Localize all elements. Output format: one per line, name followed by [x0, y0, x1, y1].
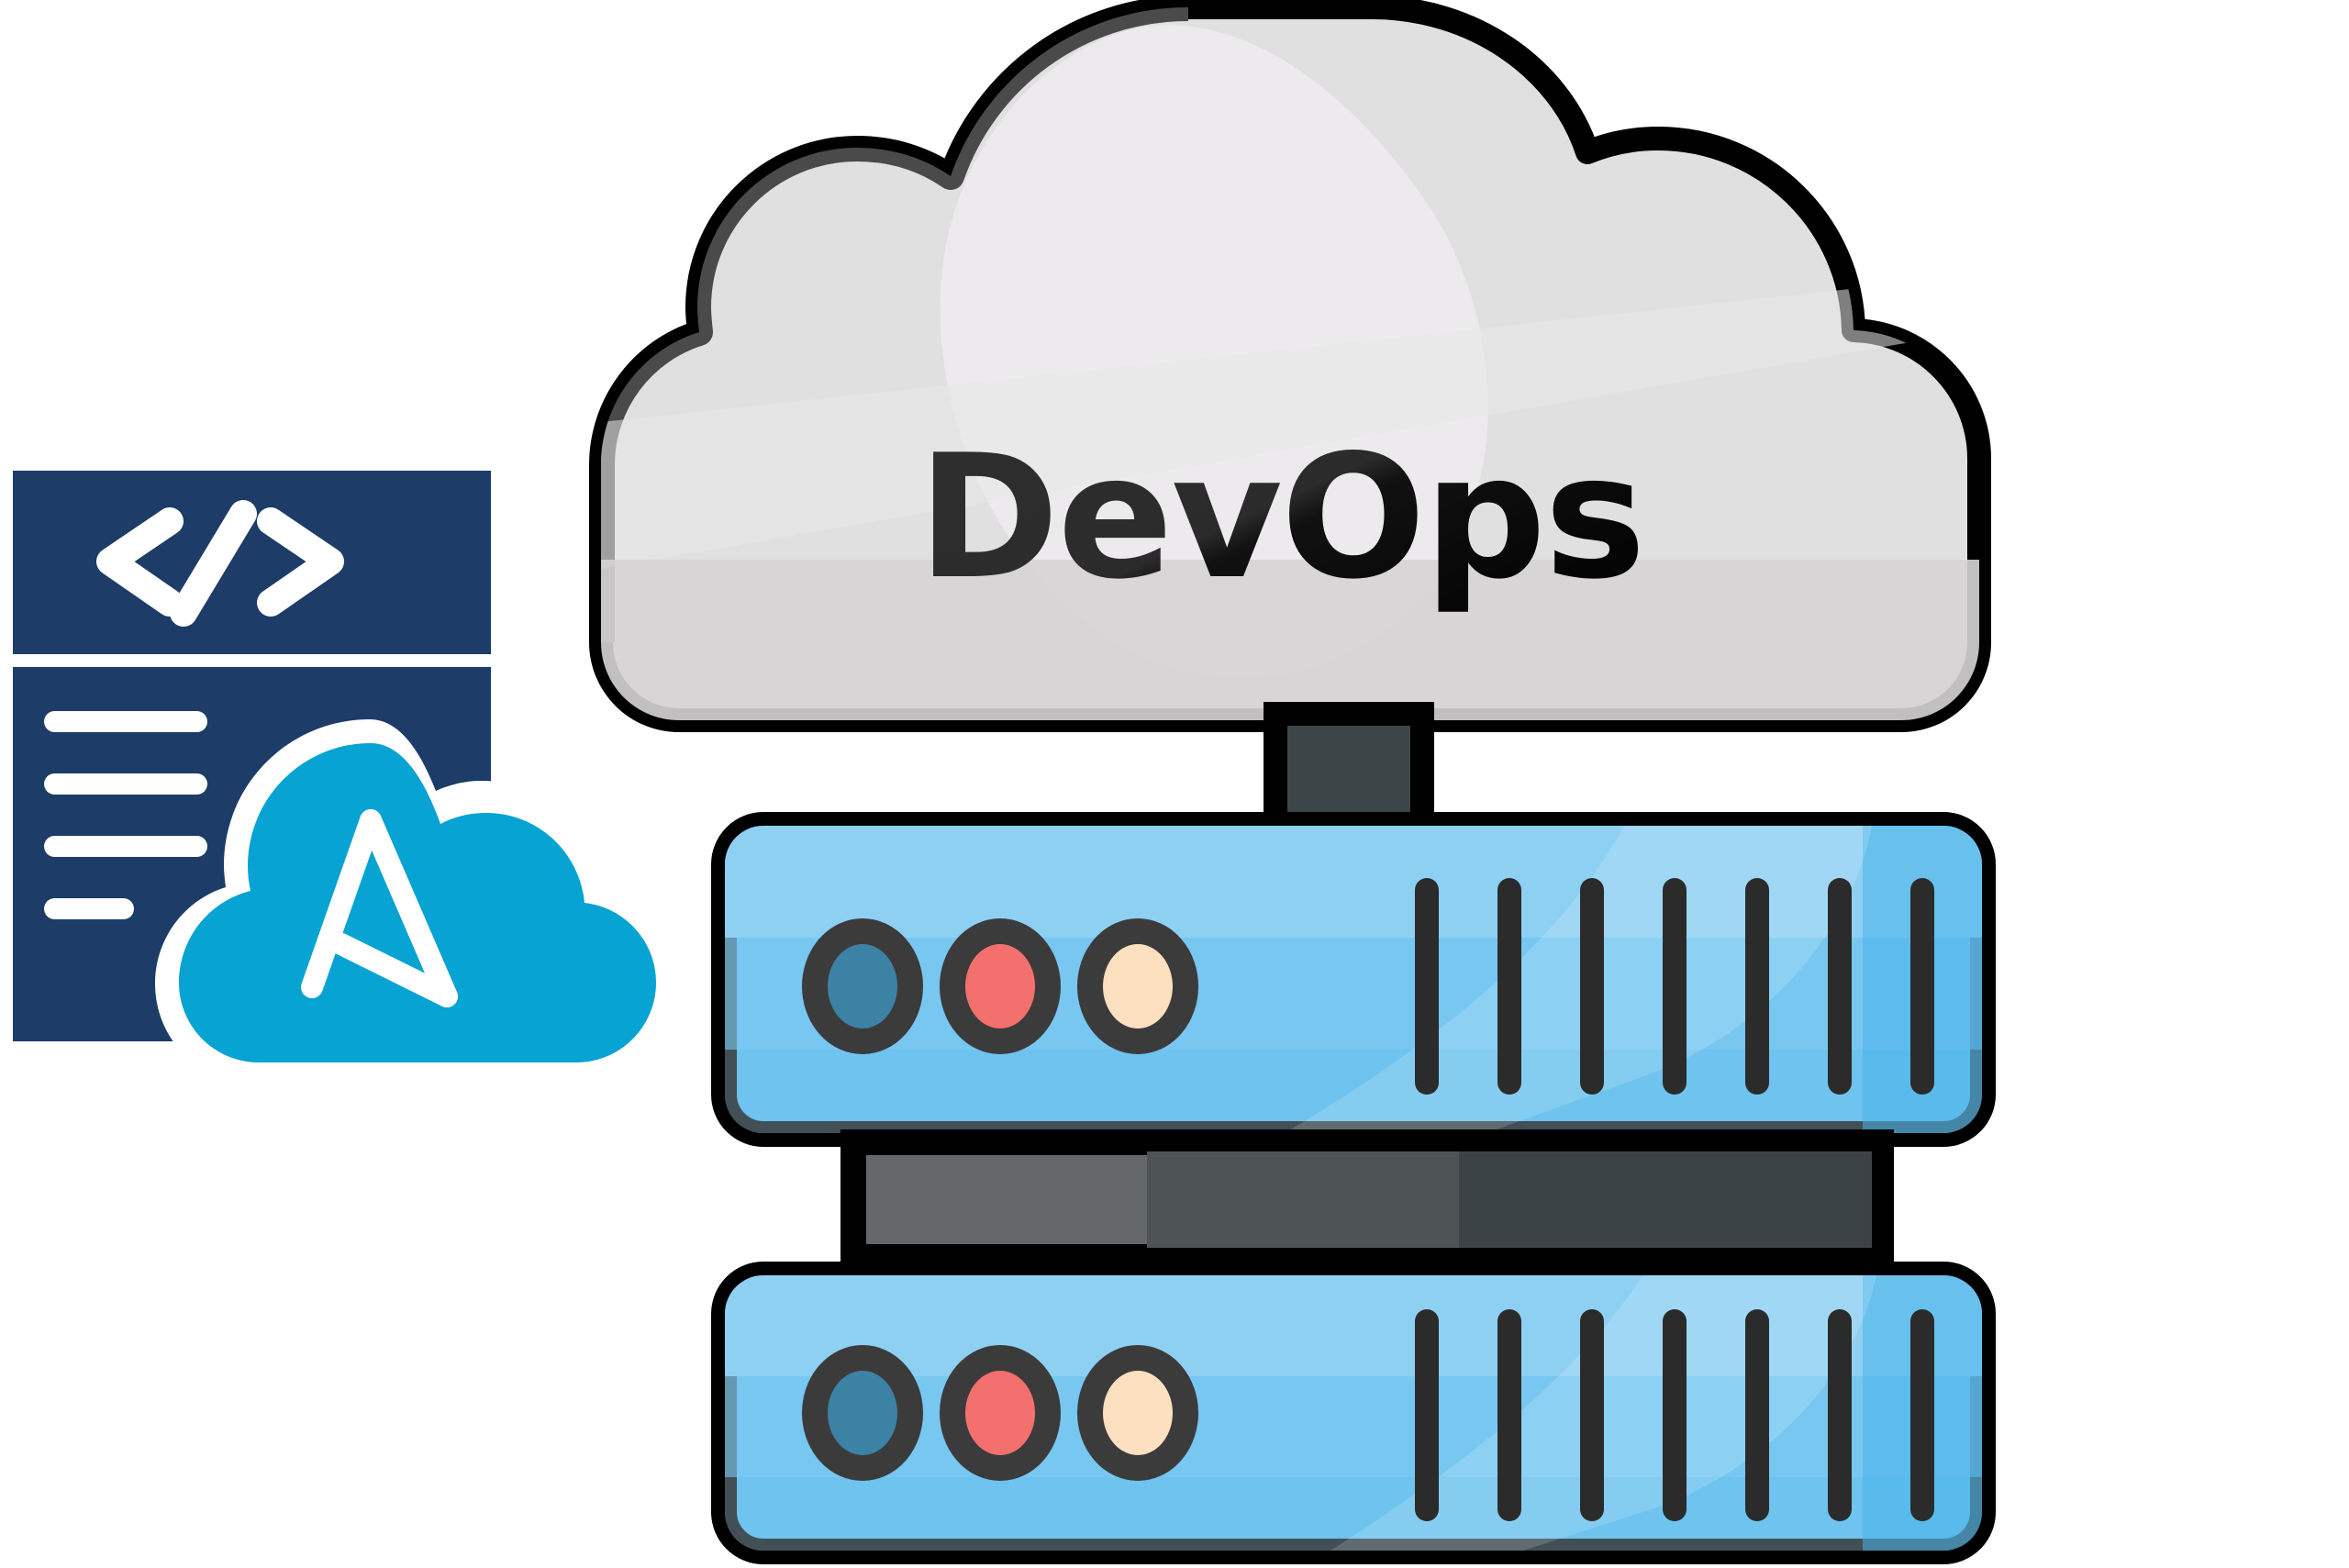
code-line-1 — [44, 711, 207, 732]
ansible-cloud-icon — [155, 719, 678, 1084]
rack-spacer — [841, 1129, 1894, 1270]
status-led-red — [940, 1345, 1061, 1481]
cloud-bottom-shade — [601, 560, 1979, 720]
server-bottom-leds — [802, 1345, 1198, 1481]
server-unit-bottom — [711, 1262, 1996, 1564]
ansible-a-glyph — [301, 809, 458, 1007]
cloud-top-gloss — [601, 275, 1979, 569]
status-led-red — [940, 918, 1061, 1054]
rack-spacer-segment-2 — [1147, 1151, 1459, 1248]
code-line-4 — [44, 898, 134, 919]
cloud-inner-shading — [601, 7, 1979, 720]
code-text-lines — [44, 711, 207, 919]
server-bottom-surface — [725, 1275, 1982, 1551]
status-led-teal — [802, 918, 923, 1054]
code-line-3 — [44, 836, 207, 857]
code-line-2 — [44, 773, 207, 795]
server-top-leds — [802, 918, 1198, 1054]
status-led-cream — [1077, 1345, 1198, 1481]
server-bottom-vents — [1415, 1309, 1934, 1521]
code-brackets-icon — [96, 500, 344, 627]
code-document-header — [13, 471, 491, 654]
cloud-label: DevOps — [918, 417, 1644, 617]
devops-cloud: DevOps — [589, 0, 1991, 732]
status-led-cream — [1077, 918, 1198, 1054]
status-led-teal — [802, 1345, 923, 1481]
rack-spacer-segment-3 — [1459, 1151, 1872, 1248]
server-top-vents — [1415, 878, 1934, 1095]
cloud-highlight — [940, 25, 1488, 679]
server-unit-top — [711, 812, 1996, 1147]
server-bottom-highlight — [725, 1275, 1982, 1376]
server-top-surface — [725, 826, 1982, 1133]
server-top-highlight — [725, 826, 1982, 938]
